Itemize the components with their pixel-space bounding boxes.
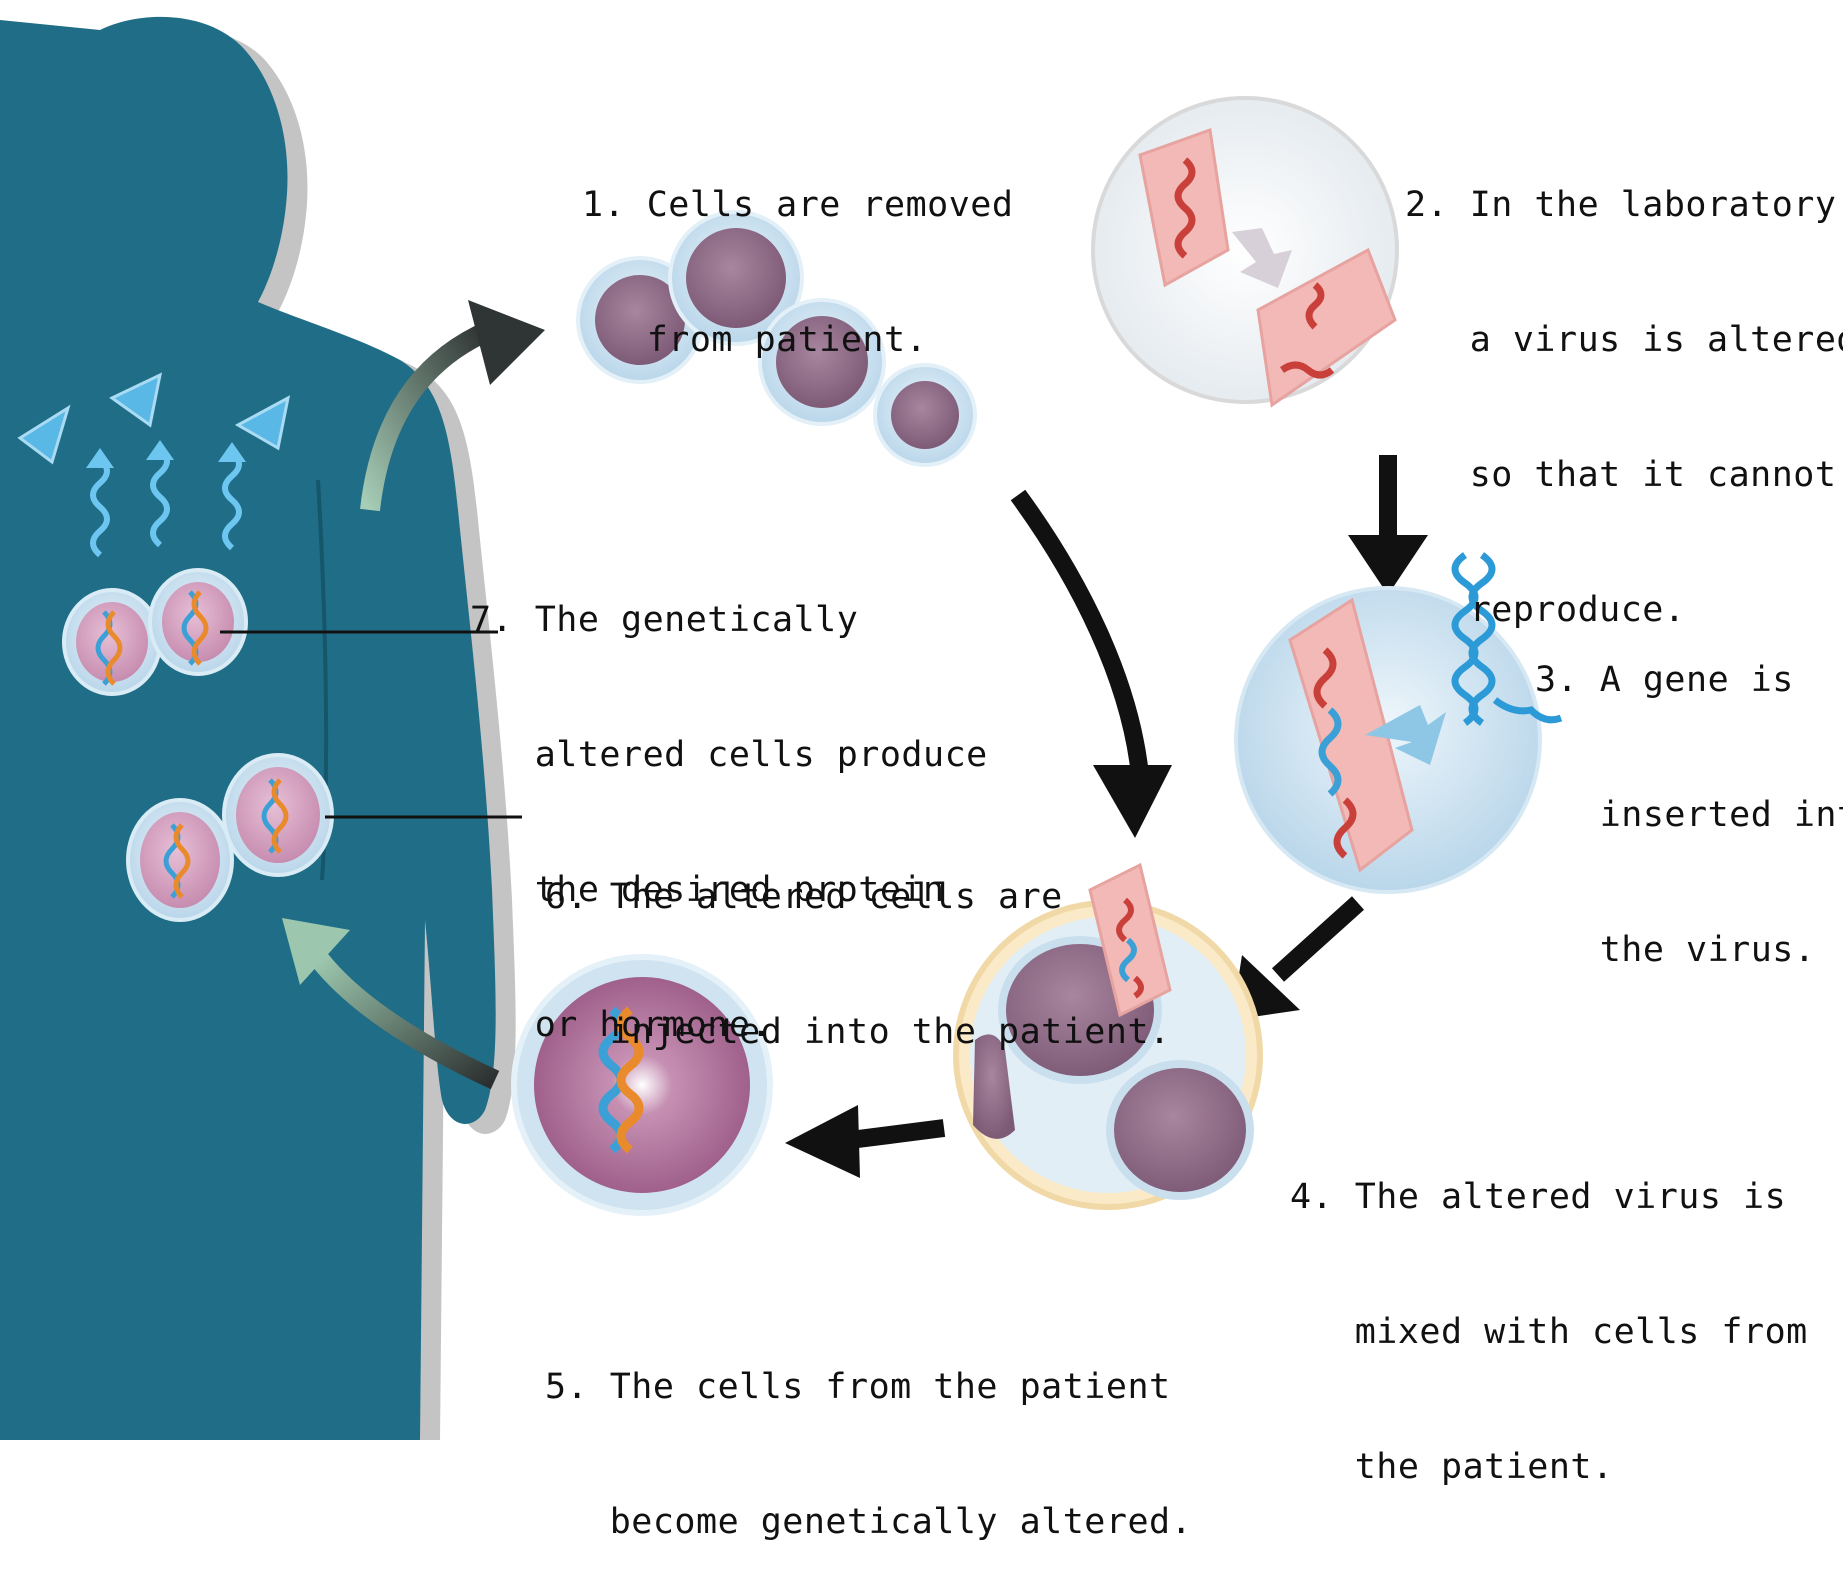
step4-line3: the patient.	[1290, 1445, 1808, 1490]
body-fill	[0, 17, 496, 1440]
virus-lab-icon	[1093, 98, 1397, 405]
step7-line4: or hormone.	[470, 1003, 988, 1048]
step1-line2: from patient.	[582, 318, 1013, 363]
human-silhouette	[0, 17, 516, 1440]
step2-line1: 2. In the laboratory,	[1405, 183, 1843, 228]
cycle-arrow-icon	[1018, 495, 1140, 775]
step3-line1: 3. A gene is	[1535, 658, 1843, 703]
step3-line3: the virus.	[1535, 928, 1843, 973]
removal-arrowhead	[468, 300, 545, 385]
step1-line1: 1. Cells are removed	[582, 183, 1013, 228]
cycle-arrow-icon	[1278, 903, 1358, 975]
step4-label: 4. The altered virus is mixed with cells…	[1290, 1085, 1808, 1535]
step7-line1: 7. The genetically	[470, 598, 988, 643]
step2-line2: a virus is altered	[1405, 318, 1843, 363]
step4-line2: mixed with cells from	[1290, 1310, 1808, 1355]
step2-line3: so that it cannot	[1405, 453, 1843, 498]
step7-label: 7. The genetically altered cells produce…	[470, 508, 988, 1093]
step3-line2: inserted into	[1535, 793, 1843, 838]
cycle-arrowhead	[785, 1105, 860, 1178]
lab-lens	[1093, 98, 1397, 402]
step1-label: 1. Cells are removed from patient.	[582, 93, 1013, 408]
step5-line1: 5. The cells from the patient	[545, 1365, 1192, 1410]
step7-line2: altered cells produce	[470, 733, 988, 778]
step3-label: 3. A gene is inserted into the virus.	[1535, 568, 1843, 1018]
step5-label: 5. The cells from the patient become gen…	[545, 1275, 1192, 1590]
step7-line3: the desired protein	[470, 868, 988, 913]
step5-line2: become genetically altered.	[545, 1500, 1192, 1545]
gene-therapy-diagram: 1. Cells are removed from patient. 2. In…	[0, 0, 1843, 1440]
cycle-arrow-icon	[850, 1128, 944, 1140]
step4-line1: 4. The altered virus is	[1290, 1175, 1808, 1220]
